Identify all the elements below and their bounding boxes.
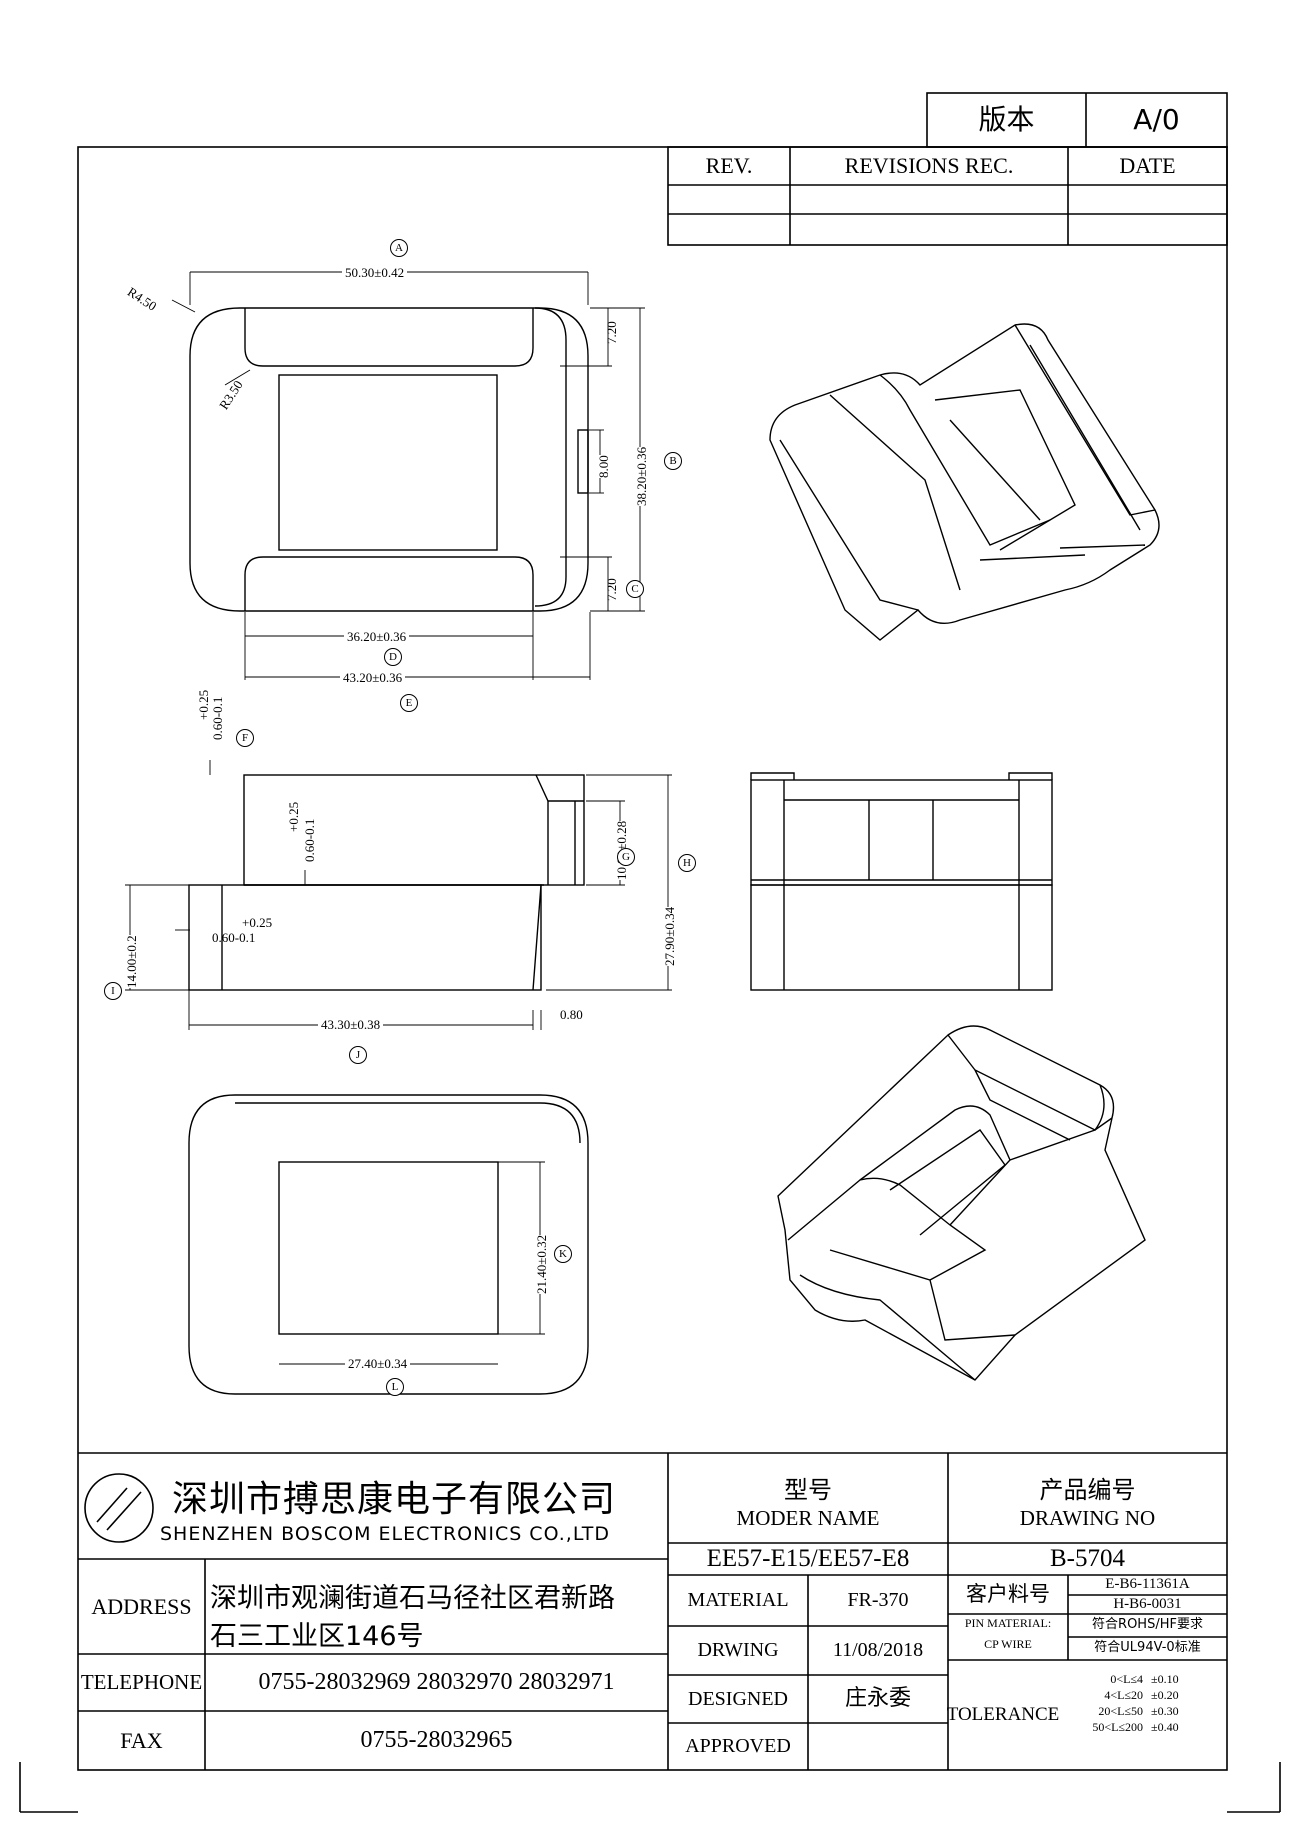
- dimension-C-top: 7.20: [604, 321, 619, 344]
- drawing-no-label-en: DRAWING NO: [1019, 1506, 1156, 1530]
- isometric-view-top: [769, 323, 1160, 641]
- dimension-slot: 8.00: [596, 455, 612, 478]
- drawing-date-label: DRWING: [697, 1639, 779, 1661]
- revisions-rec-header: REVISIONS REC.: [844, 153, 1014, 179]
- model-label-cn: 型号: [784, 1476, 832, 1504]
- pin-material-label: PIN MATERIAL:: [964, 1616, 1052, 1630]
- tolerance-row: 0<L≤4 ±0.10: [1058, 1671, 1228, 1687]
- dimension-offset: 0.80: [560, 1007, 583, 1022]
- tolerance-table: 0<L≤4 ±0.10 4<L≤20 ±0.20 20<L≤50 ±0.30 50<L…: [1058, 1671, 1228, 1735]
- drawing-no-label-cn: 产品编号: [1039, 1476, 1136, 1504]
- pin-material-value: CP WIRE: [984, 1637, 1032, 1651]
- dimension-K: 21.40±0.32: [534, 1234, 550, 1294]
- designed-value: 庄永委: [844, 1686, 911, 1712]
- approved-value: [808, 1723, 948, 1770]
- company-name-cn: 深圳市搏思康电子有限公司: [172, 1479, 617, 1520]
- isometric-view-bottom: [777, 1025, 1146, 1381]
- tolerance-range: 50<L≤200: [1092, 1720, 1143, 1734]
- callout-i: I: [104, 982, 122, 1000]
- drawing-frame: [77, 146, 1228, 1771]
- tolerance-label: TOLERANCE: [946, 1704, 1060, 1726]
- tolerance-range: 20<L≤50: [1098, 1704, 1143, 1718]
- tolerance-value: ±0.30: [1151, 1704, 1179, 1718]
- tolerance-value: ±0.40: [1151, 1720, 1179, 1734]
- model-value: EE57-E15/EE57-E8: [706, 1544, 910, 1572]
- tolerance-range: 0<L≤4: [1110, 1672, 1143, 1686]
- callout-l: L: [386, 1378, 404, 1396]
- tolerance-row: 4<L≤20 ±0.20: [1058, 1687, 1228, 1703]
- tolerance-row: 20<L≤50 ±0.30: [1058, 1703, 1228, 1719]
- designed-label: DESIGNED: [688, 1687, 788, 1710]
- callout-a: A: [390, 239, 408, 257]
- title-block: [78, 1452, 1227, 1770]
- version-value: A/0: [1133, 102, 1180, 136]
- drawing-date-value: 11/08/2018: [832, 1639, 924, 1661]
- date-header: DATE: [1119, 153, 1176, 179]
- callout-b: B: [664, 452, 682, 470]
- company-name-en: SHENZHEN BOSCOM ELECTRONICS CO.,LTD: [160, 1523, 611, 1545]
- fax-value: 0755-28032965: [360, 1726, 513, 1753]
- address-line1: 深圳市观澜街道石马径社区君新路: [210, 1583, 615, 1614]
- top-view-dimensions: [171, 271, 645, 680]
- front-view: [750, 772, 1053, 991]
- drawing-no-value: B-5704: [1050, 1544, 1125, 1572]
- telephone-value: 0755-28032969 28032970 28032971: [258, 1668, 615, 1695]
- customer-part-1: E-B6-11361A: [1105, 1576, 1190, 1593]
- dimension-J: 43.30±0.38: [318, 1017, 384, 1033]
- dimension-C: 7.20: [604, 578, 619, 601]
- address-label: ADDRESS: [91, 1593, 192, 1619]
- dimension-wall: 0.60-0.1: [212, 930, 256, 945]
- callout-e: E: [400, 694, 418, 712]
- fax-label: FAX: [120, 1727, 163, 1753]
- callout-k: K: [554, 1245, 572, 1263]
- dimension-B: 38.20±0.36: [634, 446, 650, 506]
- tolerance-row: 50<L≤200 ±0.40: [1058, 1719, 1228, 1735]
- tolerance-value: ±0.20: [1151, 1688, 1179, 1702]
- dimension-I: 14.00±0.2: [124, 935, 140, 988]
- dimension-H: 27.90±0.34: [662, 906, 678, 966]
- address-line2: 石三工业区146号: [210, 1621, 424, 1652]
- side-view: [188, 774, 585, 991]
- model-label-en: MODER NAME: [736, 1506, 880, 1530]
- dimension-flange-plus: +0.25: [286, 801, 301, 832]
- callout-d: D: [384, 648, 402, 666]
- dimension-flange: 0.60-0.1: [302, 818, 317, 862]
- dimension-F: 0.60-0.1: [210, 696, 225, 740]
- callout-c: C: [626, 580, 644, 598]
- callout-h: H: [678, 854, 696, 872]
- dimension-wall-plus: +0.25: [242, 915, 273, 930]
- callout-j: J: [349, 1046, 367, 1064]
- material-value: FR-370: [847, 1589, 909, 1611]
- material-label: MATERIAL: [687, 1589, 789, 1611]
- top-view: [189, 307, 589, 612]
- ul-compliance: 符合UL94V-0标准: [1094, 1640, 1201, 1656]
- rohs-compliance: 符合ROHS/HF要求: [1092, 1617, 1203, 1633]
- callout-g: G: [617, 848, 635, 866]
- dimension-E: 43.20±0.36: [340, 670, 406, 686]
- customer-part-label: 客户料号: [966, 1582, 1050, 1607]
- approved-label: APPROVED: [685, 1735, 791, 1757]
- customer-part-2: H-B6-0031: [1113, 1595, 1182, 1612]
- version-label: 版本: [978, 102, 1035, 136]
- dimension-D: 36.20±0.36: [344, 629, 410, 645]
- tolerance-range: 4<L≤20: [1104, 1688, 1143, 1702]
- rev-header: REV.: [705, 153, 753, 179]
- tolerance-value: ±0.10: [1151, 1672, 1179, 1686]
- bottom-view: [188, 1094, 589, 1395]
- telephone-label: TELEPHONE: [80, 1670, 203, 1695]
- dimension-L: 27.40±0.34: [345, 1356, 411, 1372]
- dimension-A: 50.30±0.42: [342, 265, 408, 281]
- callout-f: F: [236, 729, 254, 747]
